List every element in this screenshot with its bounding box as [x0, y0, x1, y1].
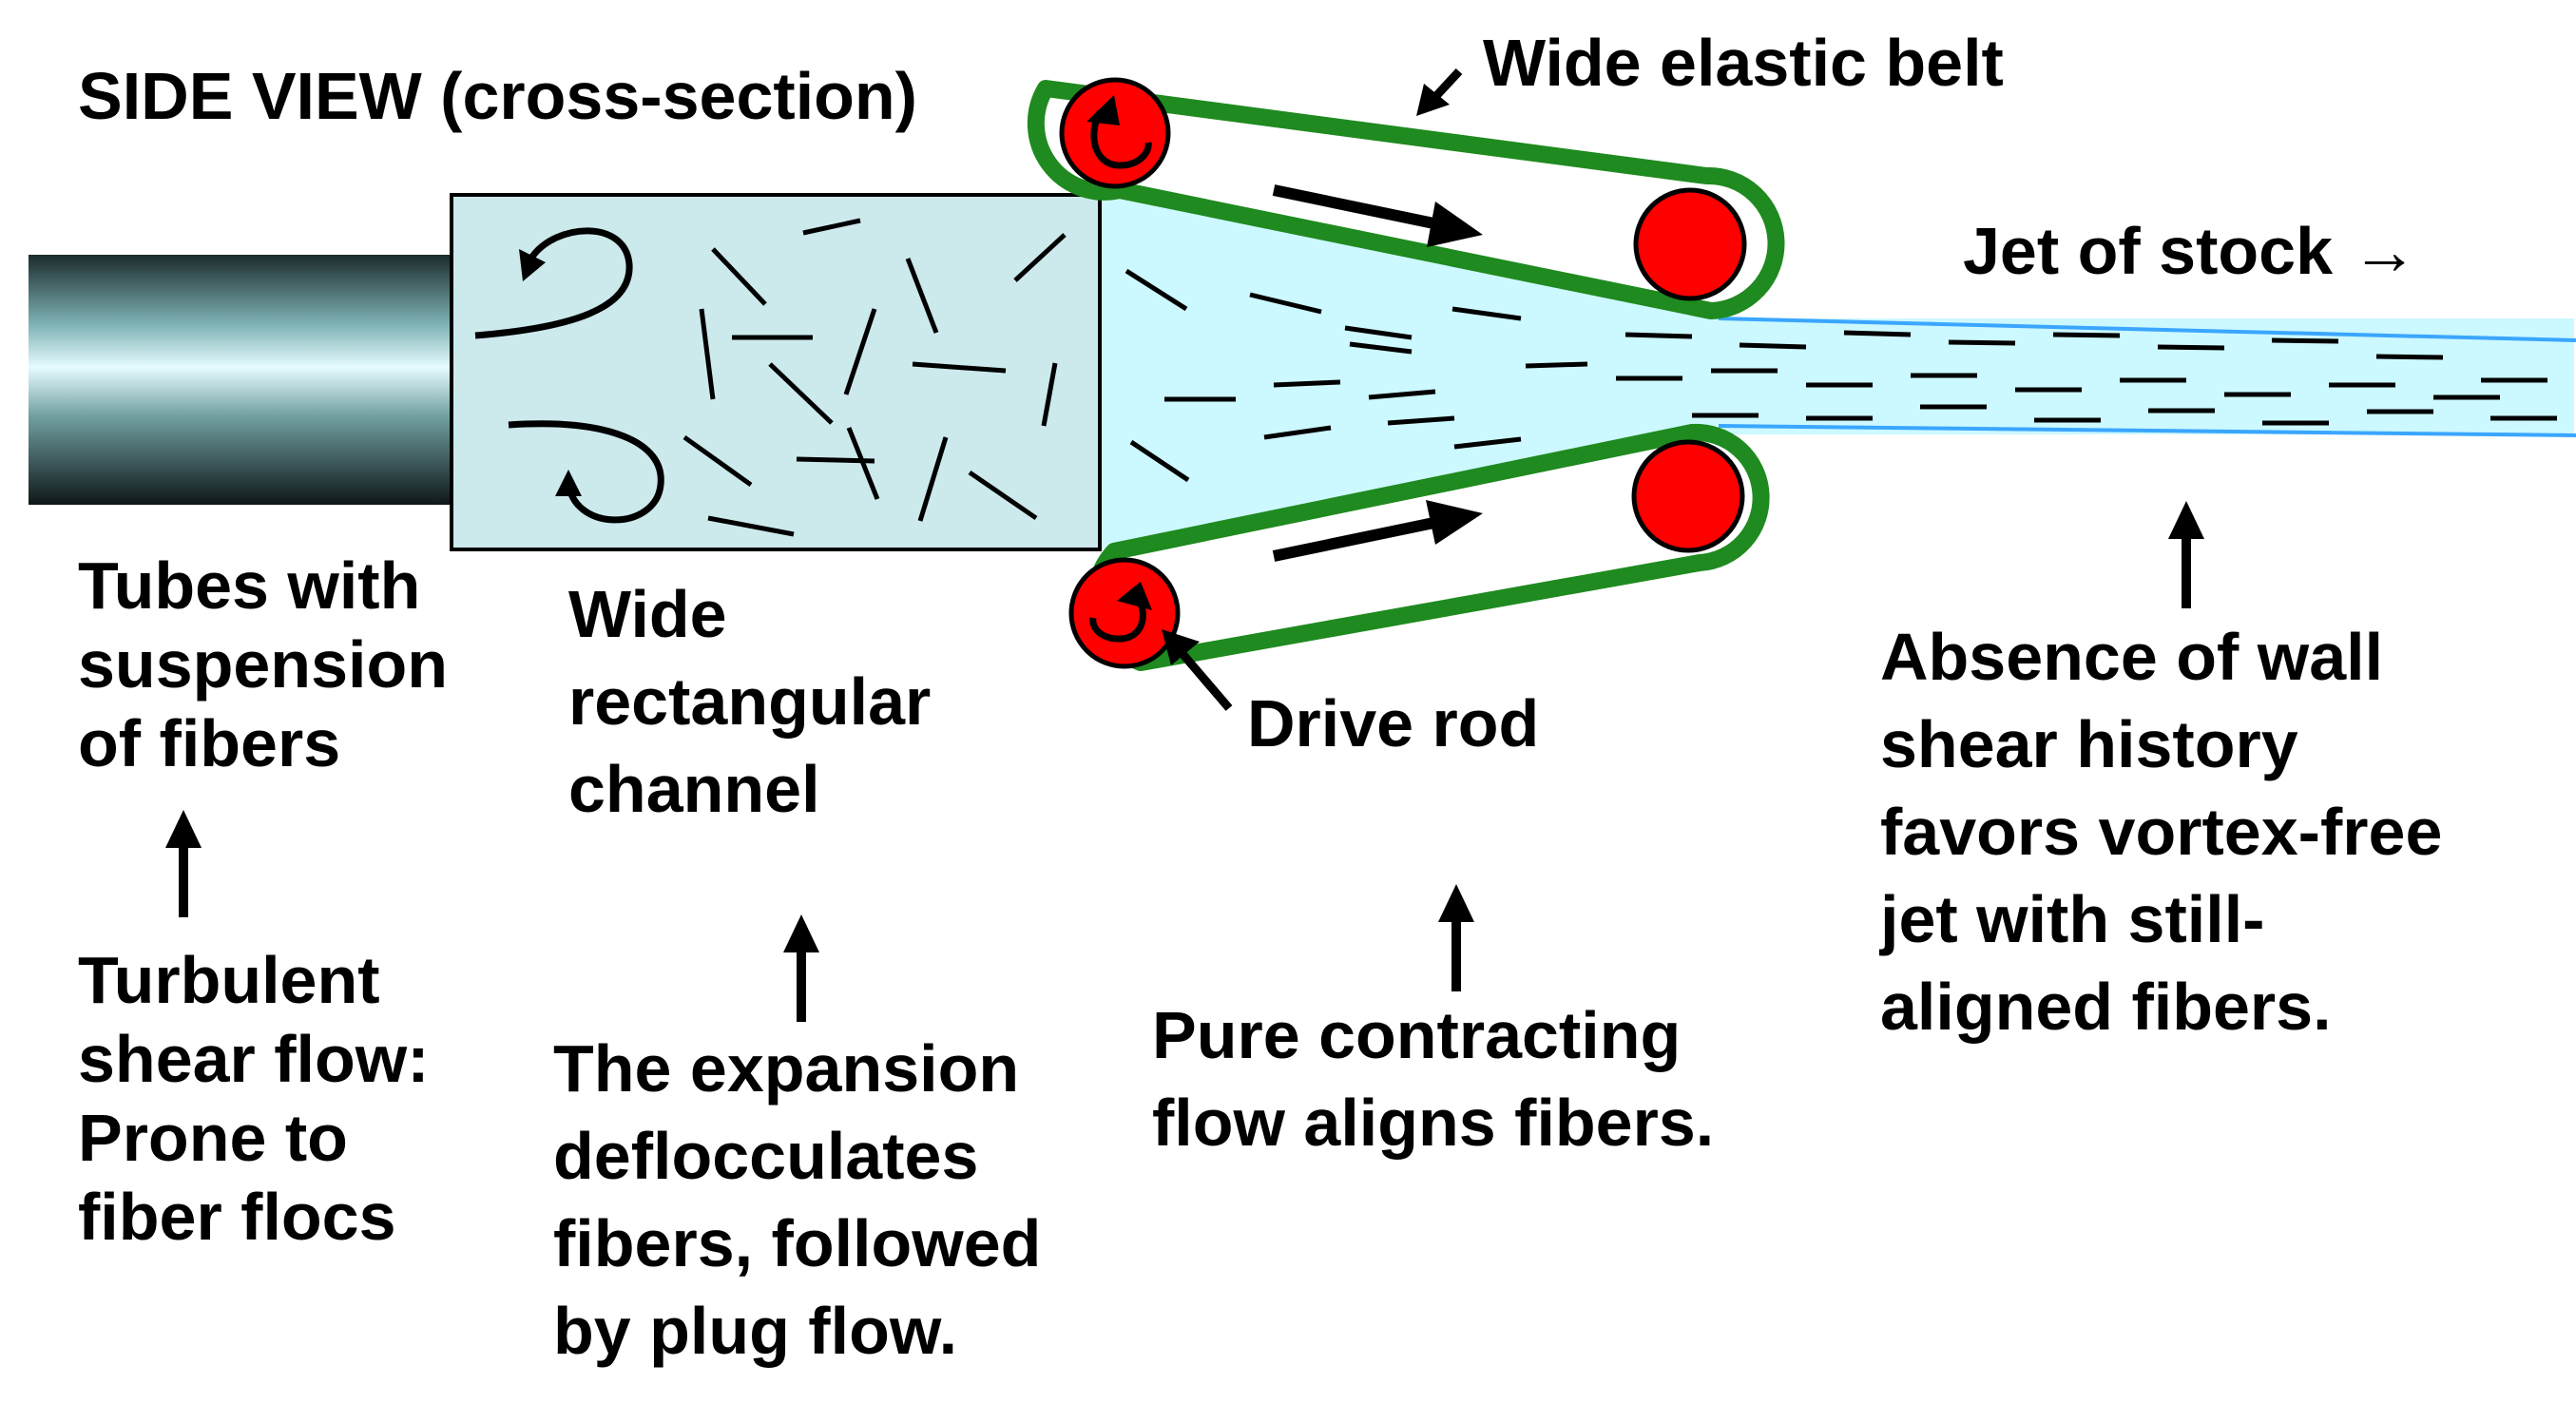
- turbulent-label-line: Turbulent: [78, 943, 380, 1017]
- drive-rod-label: Drive rod: [1247, 686, 1540, 760]
- turbulent-label-line: Prone to: [78, 1101, 348, 1175]
- channel-vortices: [474, 227, 664, 524]
- jet-upper-edge: [1718, 317, 2576, 342]
- channel-label-line: channel: [568, 752, 820, 826]
- absence-label-line: aligned fibers.: [1880, 970, 2332, 1044]
- tubes-label-line: suspension: [78, 627, 448, 702]
- channel-label: Wide rectangular channel: [568, 570, 931, 833]
- contraction-flow-region: [1100, 195, 1719, 549]
- expansion-label-line: deflocculates: [553, 1119, 979, 1193]
- turbulent-label-line: fiber flocs: [78, 1180, 396, 1254]
- expansion-label: The expansion deflocculates fibers, foll…: [553, 1025, 1041, 1375]
- upper-drive-roller: [1059, 77, 1171, 189]
- expansion-label-line: The expansion: [553, 1031, 1020, 1106]
- absence-label-line: shear history: [1880, 707, 2298, 781]
- jet-label: Jet of stock →: [1963, 214, 2418, 288]
- lower-drive-roller: [1068, 557, 1181, 669]
- tubes-label-line: of fibers: [78, 706, 341, 780]
- expansion-label-line: by plug flow.: [553, 1294, 958, 1368]
- channel-label-line: rectangular: [568, 664, 932, 739]
- feed-tube: [29, 255, 456, 505]
- absence-label-line: jet with still-: [1880, 882, 2265, 956]
- upper-idler-roller: [1633, 187, 1747, 301]
- contracting-label: Pure contracting flow aligns fibers.: [1152, 991, 1714, 1166]
- random-fibers: [682, 218, 1067, 537]
- expansion-label-line: fibers, followed: [553, 1206, 1042, 1280]
- jet-lower-edge: [1718, 424, 2576, 437]
- pointer-arrows: [1162, 67, 1463, 711]
- belt-motion-arrows: [1272, 184, 1483, 562]
- lower-idler-roller: [1631, 439, 1745, 553]
- contracting-label-line: flow aligns fibers.: [1152, 1086, 1715, 1160]
- tubes-label-line: Tubes with: [78, 548, 421, 623]
- up-arrows: [165, 501, 2204, 1022]
- rotation-arrowheads: [1086, 95, 1152, 610]
- tubes-label: Tubes with suspension of fibers: [78, 547, 448, 783]
- belt-label: Wide elastic belt: [1483, 26, 2004, 100]
- aligned-fibers-jet: [1616, 330, 2557, 426]
- turbulent-label: Turbulent shear flow: Prone to fiber flo…: [78, 941, 430, 1257]
- absence-label-line: Absence of wall: [1880, 620, 2384, 694]
- rollers: [1059, 77, 1747, 669]
- channel-label-line: Wide: [568, 577, 727, 651]
- diagram-title: SIDE VIEW (cross-section): [78, 59, 917, 133]
- absence-label: Absence of wall shear history favors vor…: [1880, 613, 2442, 1050]
- vortex-arrowheads: [519, 249, 582, 496]
- aligned-fibers-contraction: [1125, 268, 1588, 483]
- contracting-label-line: Pure contracting: [1152, 998, 1682, 1072]
- absence-label-line: favors vortex-free: [1880, 795, 2443, 869]
- turbulent-label-line: shear flow:: [78, 1022, 430, 1096]
